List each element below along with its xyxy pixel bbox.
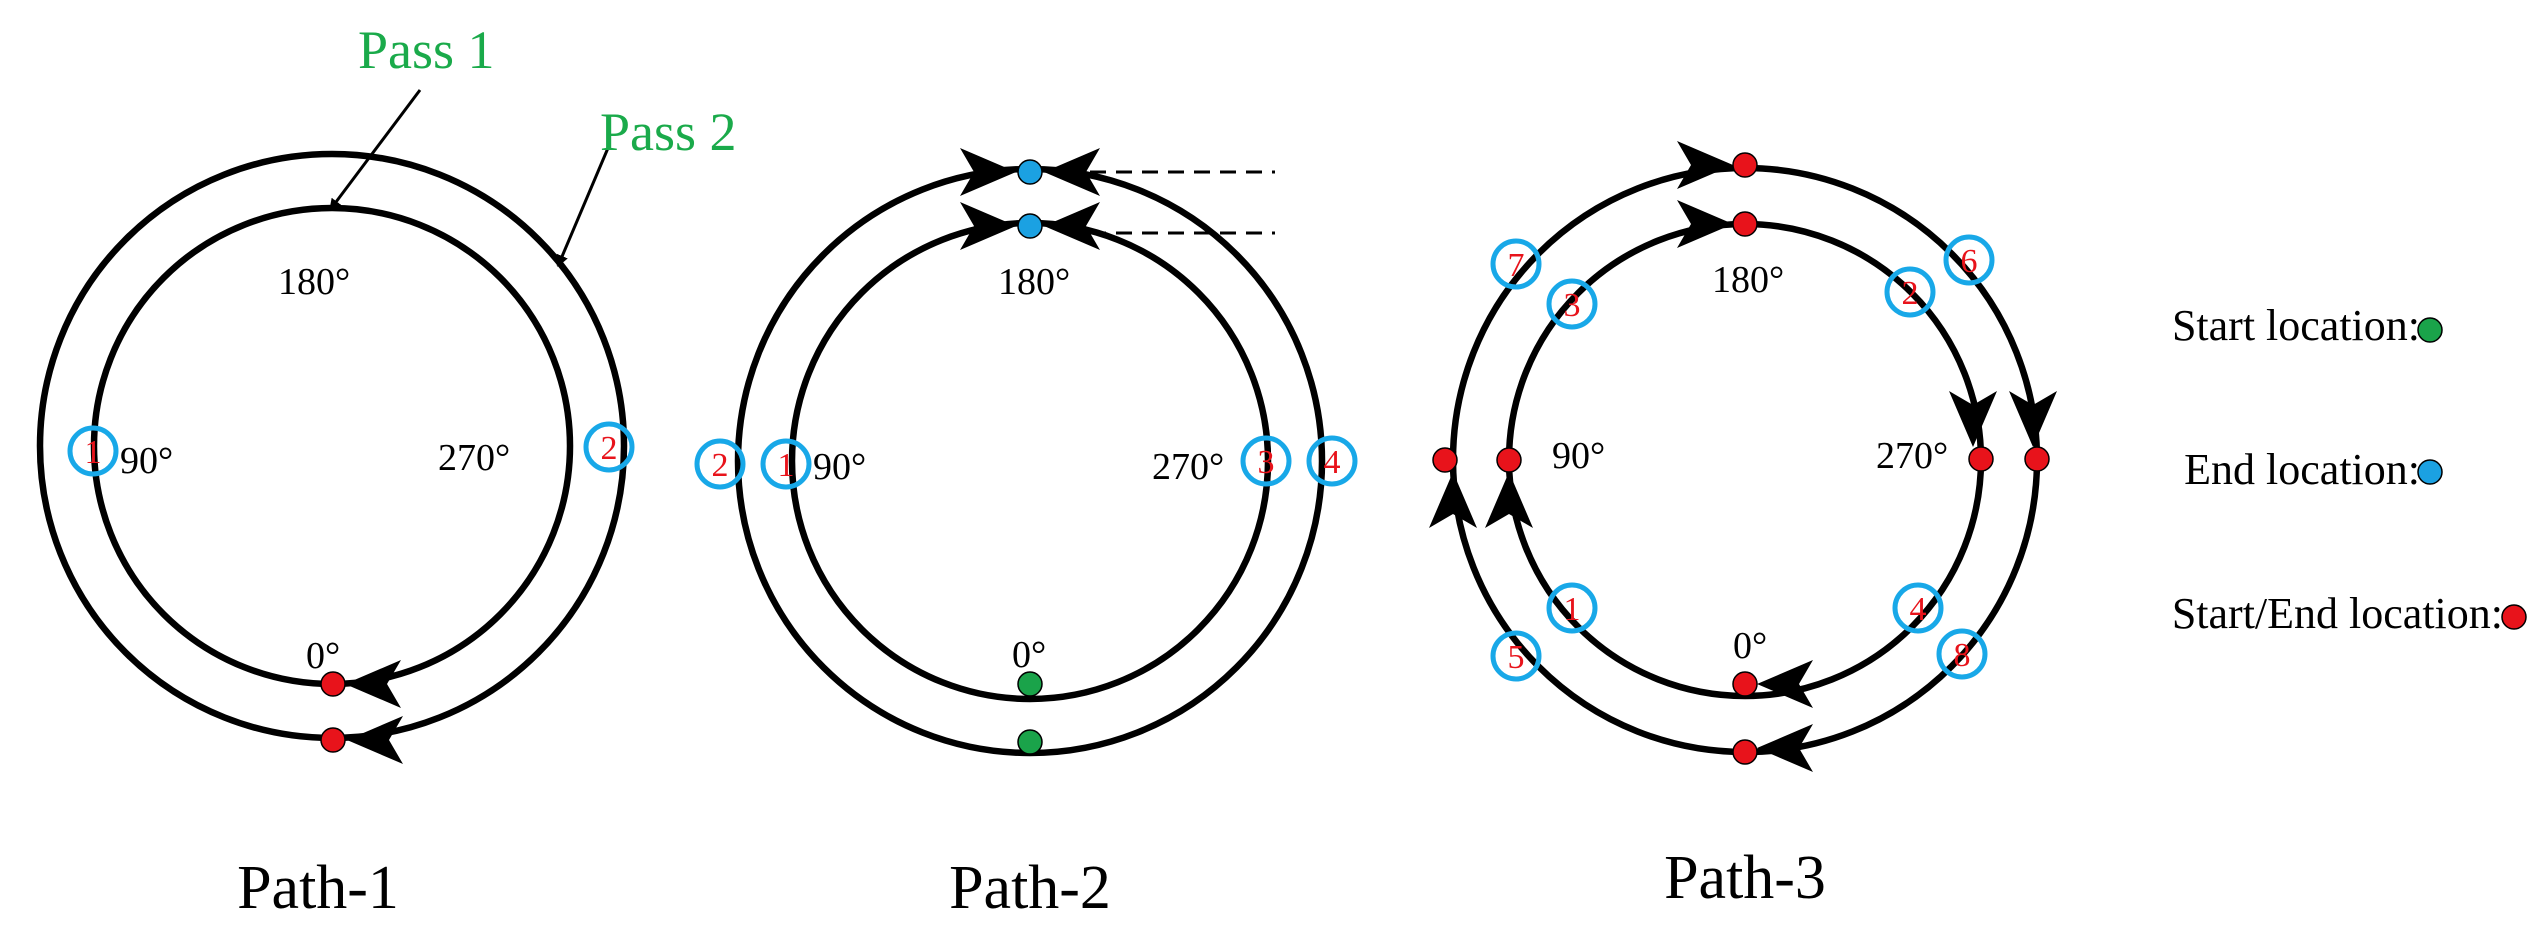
legend: Start location: End location: Start/End … [2172, 301, 2527, 638]
svg-text:2: 2 [1902, 275, 1919, 312]
angle-270-label: 270° [438, 437, 510, 479]
start-end-dot [1732, 671, 1758, 697]
end-dot [1017, 213, 1043, 239]
order-marker: 4 [1306, 435, 1358, 487]
pass-2-pointer [556, 147, 610, 268]
inner-right-arrow-head [1044, 202, 1100, 250]
path-3-diagram: 180° 90° 270° 0° 7 3 2 6 1 5 4 [1429, 141, 2057, 912]
svg-text:6: 6 [1961, 243, 1978, 280]
angle-90-label: 90° [120, 440, 173, 482]
legend-start-end-dot [2501, 604, 2527, 630]
path-2-diagram: 180° 90° 270° 0° 2 1 3 4 Path-2 [694, 148, 1358, 922]
path-3-title: Path-3 [1664, 844, 1826, 912]
order-marker: 1 [1546, 582, 1598, 634]
svg-text:8: 8 [1954, 637, 1971, 674]
svg-text:2: 2 [712, 447, 729, 484]
outer-right-arrow-head [1044, 148, 1100, 196]
svg-text:7: 7 [1508, 247, 1525, 284]
svg-text:5: 5 [1508, 639, 1525, 676]
pass-2-label: Pass 2 [600, 102, 737, 162]
svg-text:4: 4 [1324, 444, 1341, 481]
outer-arrow-head [347, 716, 403, 764]
start-end-dot [320, 671, 346, 697]
arrow-head [1949, 391, 1997, 447]
legend-end-dot [2417, 459, 2443, 485]
arrow-head [2009, 391, 2057, 447]
order-marker: 8 [1936, 628, 1988, 680]
angle-0-label: 0° [1733, 625, 1767, 667]
pass-1-pointer [328, 89, 422, 211]
angle-0-label: 0° [306, 635, 340, 677]
svg-text:3: 3 [1564, 287, 1581, 324]
legend-start-dot [2417, 317, 2443, 343]
outer-left-arrow-head [960, 148, 1016, 196]
order-marker: 3 [1240, 435, 1292, 487]
order-marker: 7 [1490, 238, 1542, 290]
order-marker: 6 [1943, 234, 1995, 286]
svg-text:2: 2 [601, 430, 618, 467]
arrow-head [1429, 472, 1477, 528]
angle-0-label: 0° [1012, 634, 1046, 676]
order-marker: 2 [1884, 266, 1936, 318]
order-marker: 3 [1546, 278, 1598, 330]
start-end-dot [1968, 446, 1994, 472]
svg-text:4: 4 [1910, 591, 1927, 628]
arrow-head [1677, 141, 1733, 189]
start-end-dot [1432, 447, 1458, 473]
start-end-dot [1732, 739, 1758, 765]
start-dot [1017, 729, 1043, 755]
angle-90-label: 90° [1552, 435, 1605, 477]
order-marker: 5 [1490, 630, 1542, 682]
arrow-head [1485, 472, 1533, 528]
order-marker: 2 [583, 421, 635, 473]
angle-180-label: 180° [998, 261, 1070, 303]
order-marker: 4 [1892, 582, 1944, 634]
start-dot [1017, 671, 1043, 697]
arrow-head [1757, 660, 1813, 708]
inner-arrow-head [345, 660, 401, 708]
angle-180-label: 180° [1712, 259, 1784, 301]
path-1-title: Path-1 [237, 854, 399, 922]
legend-end-label: End location: [2184, 445, 2420, 494]
path-1-diagram: Pass 1 Pass 2 180° 90° 270° 0° 1 2 Path-… [36, 20, 737, 922]
svg-text:1: 1 [85, 434, 102, 471]
angle-180-label: 180° [278, 261, 350, 303]
start-end-dot [2024, 446, 2050, 472]
angle-270-label: 270° [1876, 435, 1948, 477]
legend-start-end-label: Start/End location: [2172, 589, 2503, 638]
order-marker: 1 [67, 425, 119, 477]
arrow-head [1677, 200, 1733, 248]
path-2-title: Path-2 [949, 854, 1111, 922]
start-end-dot [320, 727, 346, 753]
order-marker: 2 [694, 438, 746, 490]
svg-text:3: 3 [1258, 444, 1275, 481]
order-marker: 1 [760, 438, 812, 490]
start-end-dot [1732, 152, 1758, 178]
inner-left-arrow-head [960, 202, 1016, 250]
start-end-dot [1496, 447, 1522, 473]
legend-start-label: Start location: [2172, 301, 2420, 350]
pass-1-label: Pass 1 [358, 20, 495, 80]
angle-90-label: 90° [813, 446, 866, 488]
end-dot [1017, 159, 1043, 185]
svg-text:1: 1 [778, 447, 795, 484]
start-end-dot [1732, 211, 1758, 237]
arrow-head [1757, 724, 1813, 772]
svg-text:1: 1 [1564, 591, 1581, 628]
angle-270-label: 270° [1152, 446, 1224, 488]
